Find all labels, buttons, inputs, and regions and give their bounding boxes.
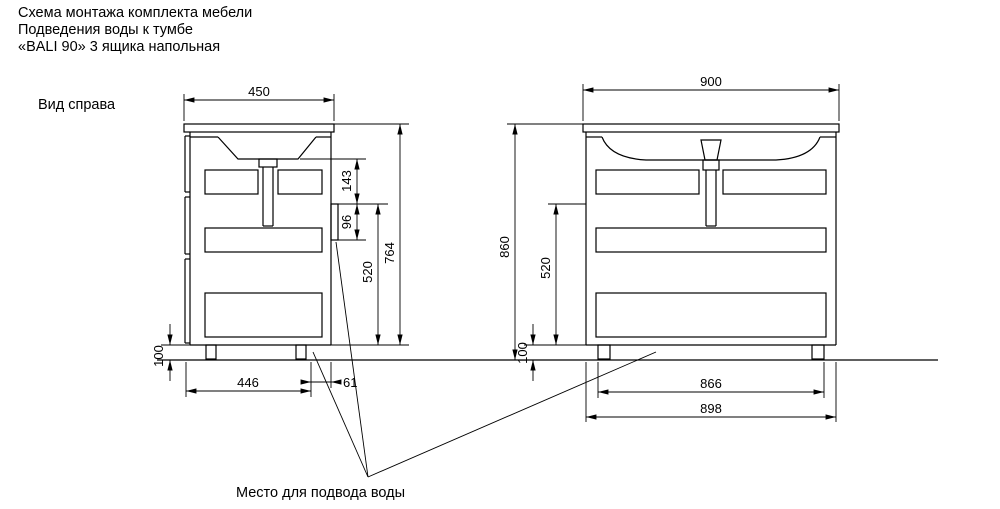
dim-96: 96 <box>338 204 366 241</box>
drawer-2 <box>595 227 827 253</box>
dim-width-450: 450 <box>183 84 335 121</box>
title-line-1: Схема монтажа комплекта мебели <box>18 5 252 21</box>
dim-520-front-label: 520 <box>538 257 553 279</box>
drawer-1b <box>722 169 827 195</box>
title-line-2: Подведения воды к тумбе <box>18 22 193 38</box>
drawer-1b <box>277 169 323 195</box>
leg <box>811 344 825 360</box>
dim-520-side-label: 520 <box>360 261 375 283</box>
dim-764-label: 764 <box>382 242 397 264</box>
dim-446-label: 446 <box>237 375 259 390</box>
sink-basin <box>190 136 331 168</box>
drawer-2 <box>204 227 323 253</box>
drawer-1 <box>595 169 700 195</box>
drain <box>702 159 720 171</box>
drain <box>258 158 278 168</box>
drawer-1 <box>204 169 259 195</box>
side-view-label: Вид справа <box>38 97 116 113</box>
drawer-3 <box>204 292 323 338</box>
dim-866-label: 866 <box>700 376 722 391</box>
dim-61-label: 61 <box>343 375 357 390</box>
dim-96-label: 96 <box>339 215 354 229</box>
sink-basin <box>586 136 836 171</box>
dim-764: 764 <box>334 123 409 345</box>
dim-898-label: 898 <box>700 401 722 416</box>
dim-450-label: 450 <box>248 84 270 99</box>
leg <box>597 344 611 360</box>
dim-520-side: 520 <box>331 204 409 346</box>
leg <box>205 344 217 360</box>
water-supply-note: Место для подвода воды <box>236 485 405 501</box>
dim-leg-100-front: 100 <box>515 324 536 381</box>
dim-860-label: 860 <box>497 236 512 258</box>
countertop <box>183 123 335 133</box>
leg <box>295 344 307 360</box>
drain-pipe <box>262 167 274 227</box>
dim-860: 860 <box>497 123 583 360</box>
dim-866: 866 <box>597 362 825 398</box>
dim-leg-100-side: 100 <box>151 324 190 381</box>
title-line-3: «BALI 90» 3 ящика напольная <box>18 39 220 55</box>
water-supply-leaders <box>312 241 657 478</box>
dim-900-label: 900 <box>700 74 722 89</box>
dim-width-900: 900 <box>582 74 840 121</box>
drain-funnel <box>700 139 722 161</box>
water-connection-box <box>330 203 339 241</box>
dim-100-front-label: 100 <box>515 342 530 364</box>
dim-898: 898 <box>585 362 837 422</box>
dim-143-label: 143 <box>339 170 354 192</box>
dim-100-side-label: 100 <box>151 345 166 367</box>
dim-520-front: 520 <box>524 203 586 346</box>
drain-pipe <box>705 170 717 227</box>
drawer-3 <box>595 292 827 338</box>
dim-446: 446 <box>185 362 312 397</box>
drawer-front-panels <box>184 135 190 344</box>
title-block: Схема монтажа комплекта мебели Подведени… <box>18 5 252 55</box>
dim-143: 143 <box>300 158 388 205</box>
front-view-cabinet <box>582 123 840 360</box>
dim-61: 61 <box>300 362 357 390</box>
side-view-cabinet <box>183 123 339 360</box>
countertop <box>582 123 840 133</box>
